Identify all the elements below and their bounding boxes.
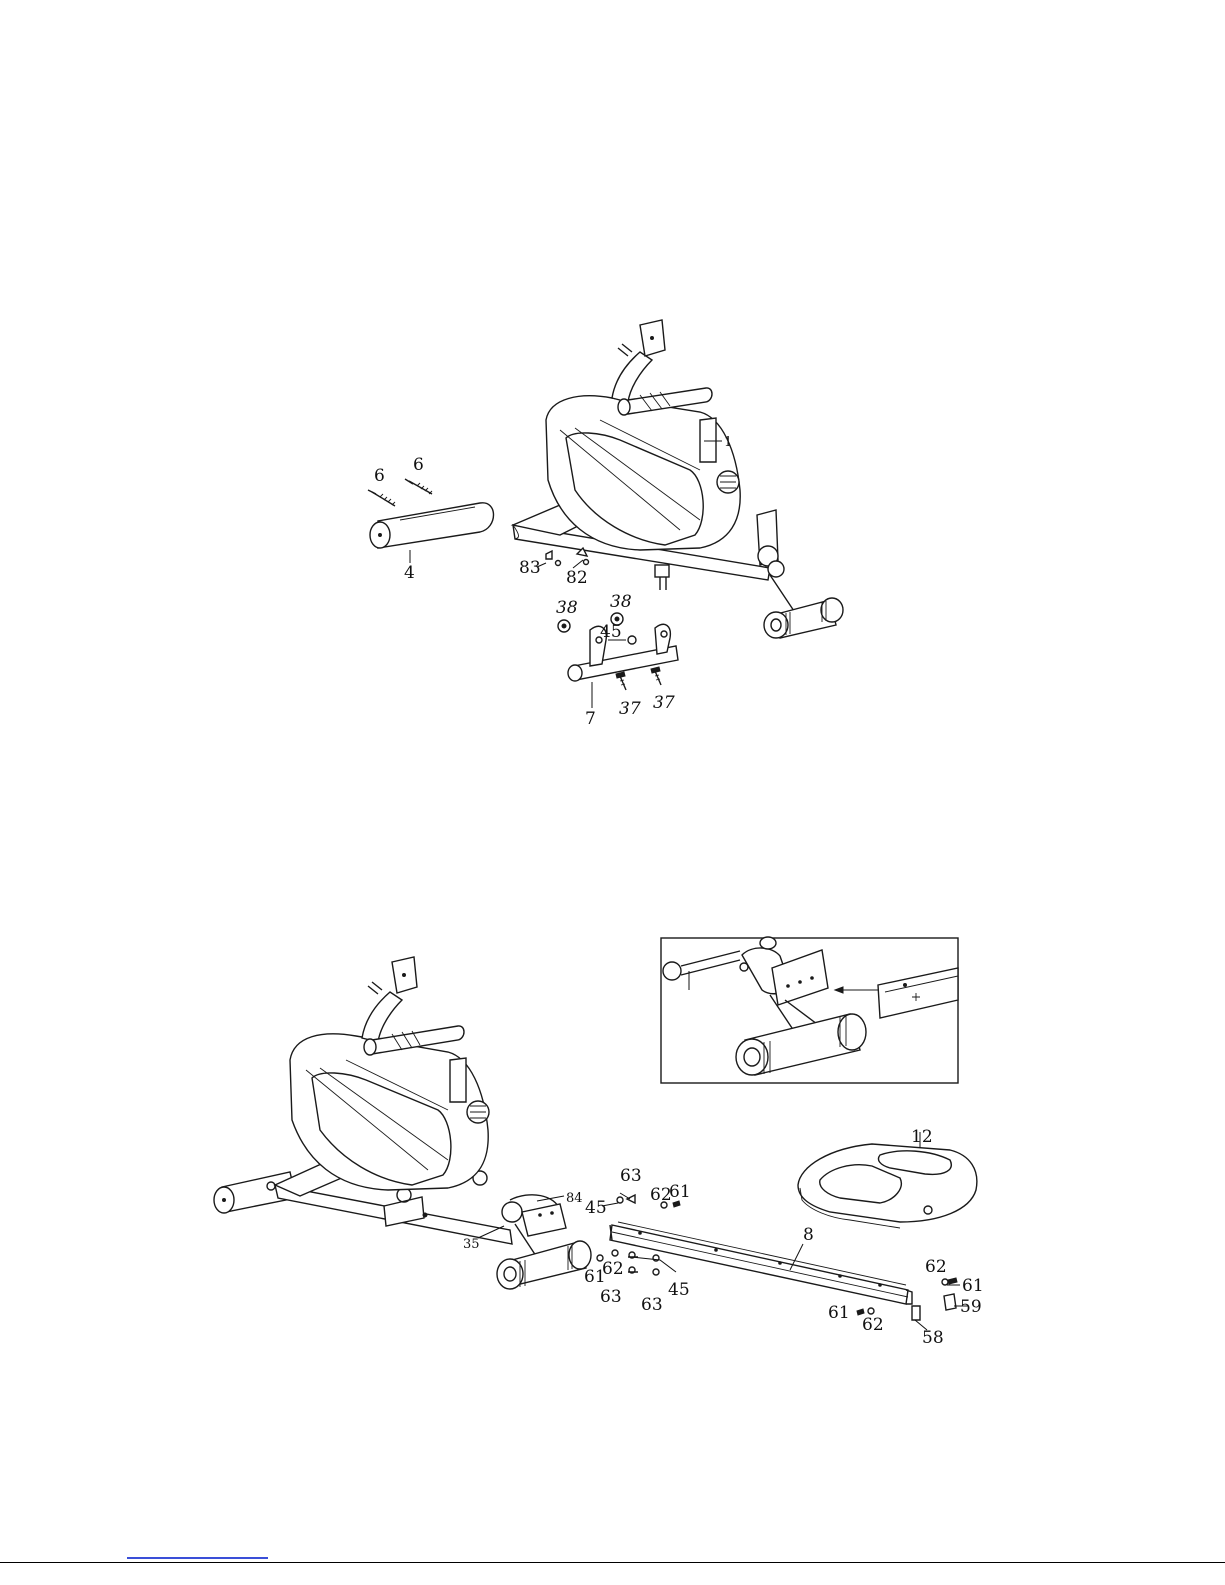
rear-wheel-assembly bbox=[757, 510, 843, 638]
label-part-63-right: 63 bbox=[641, 1295, 663, 1315]
label-part-61-right: 61 bbox=[962, 1276, 984, 1296]
label-part-35: 35 bbox=[463, 1237, 480, 1252]
label-part-6-right: 6 bbox=[413, 455, 424, 475]
label-part-62-top: 62 bbox=[650, 1185, 672, 1205]
footer-link-underline[interactable] bbox=[127, 1557, 268, 1559]
diagram-top: 1 4 6 6 7 37 37 38 38 45 82 83 bbox=[368, 320, 843, 729]
seat-post bbox=[612, 320, 712, 415]
label-part-8: 8 bbox=[803, 1225, 814, 1245]
label-part-62-right: 62 bbox=[925, 1257, 947, 1277]
bottom-seat-post bbox=[362, 957, 464, 1055]
label-part-12: 12 bbox=[911, 1127, 933, 1147]
inset-detail-box bbox=[661, 937, 958, 1083]
bolt-6-left bbox=[368, 490, 395, 506]
bolt-37-right bbox=[651, 667, 661, 685]
label-part-63-left: 63 bbox=[600, 1287, 622, 1307]
label-part-62-bottom: 62 bbox=[862, 1315, 884, 1335]
label-part-6-left: 6 bbox=[374, 466, 385, 486]
label-part-38-left: 38 bbox=[556, 598, 578, 618]
label-part-37-right: 37 bbox=[653, 693, 675, 713]
label-part-1: 1 bbox=[724, 435, 732, 450]
label-part-58: 58 bbox=[922, 1328, 944, 1348]
label-part-45-bottom: 45 bbox=[668, 1280, 690, 1300]
label-part-83: 83 bbox=[519, 558, 541, 578]
label-part-4: 4 bbox=[404, 563, 415, 583]
seat bbox=[798, 1132, 977, 1228]
label-part-45-top: 45 bbox=[585, 1198, 607, 1218]
nut-38-left bbox=[558, 620, 570, 632]
label-part-63-top: 63 bbox=[620, 1166, 642, 1186]
label-part-61-top: 61 bbox=[669, 1182, 691, 1202]
label-part-62-left: 62 bbox=[602, 1259, 624, 1279]
label-part-7: 7 bbox=[585, 709, 596, 729]
label-part-37-left: 37 bbox=[619, 699, 641, 719]
label-part-84: 84 bbox=[566, 1191, 583, 1206]
label-part-59: 59 bbox=[960, 1297, 982, 1317]
label-part-45: 45 bbox=[600, 622, 622, 642]
label-part-38-right: 38 bbox=[610, 592, 632, 612]
diagram-bottom: 8 12 35 84 45 45 58 59 61 61 61 61 62 62… bbox=[214, 937, 984, 1348]
bolt-6-right bbox=[405, 479, 432, 494]
bolt-37-left bbox=[616, 672, 626, 690]
label-part-82: 82 bbox=[566, 568, 588, 588]
footer-rule bbox=[0, 1562, 1225, 1563]
hardware-82-83 bbox=[546, 548, 589, 566]
label-part-61-bottom: 61 bbox=[828, 1303, 850, 1323]
front-stabilizer-tube bbox=[370, 503, 494, 548]
slide-rail bbox=[610, 1222, 912, 1304]
